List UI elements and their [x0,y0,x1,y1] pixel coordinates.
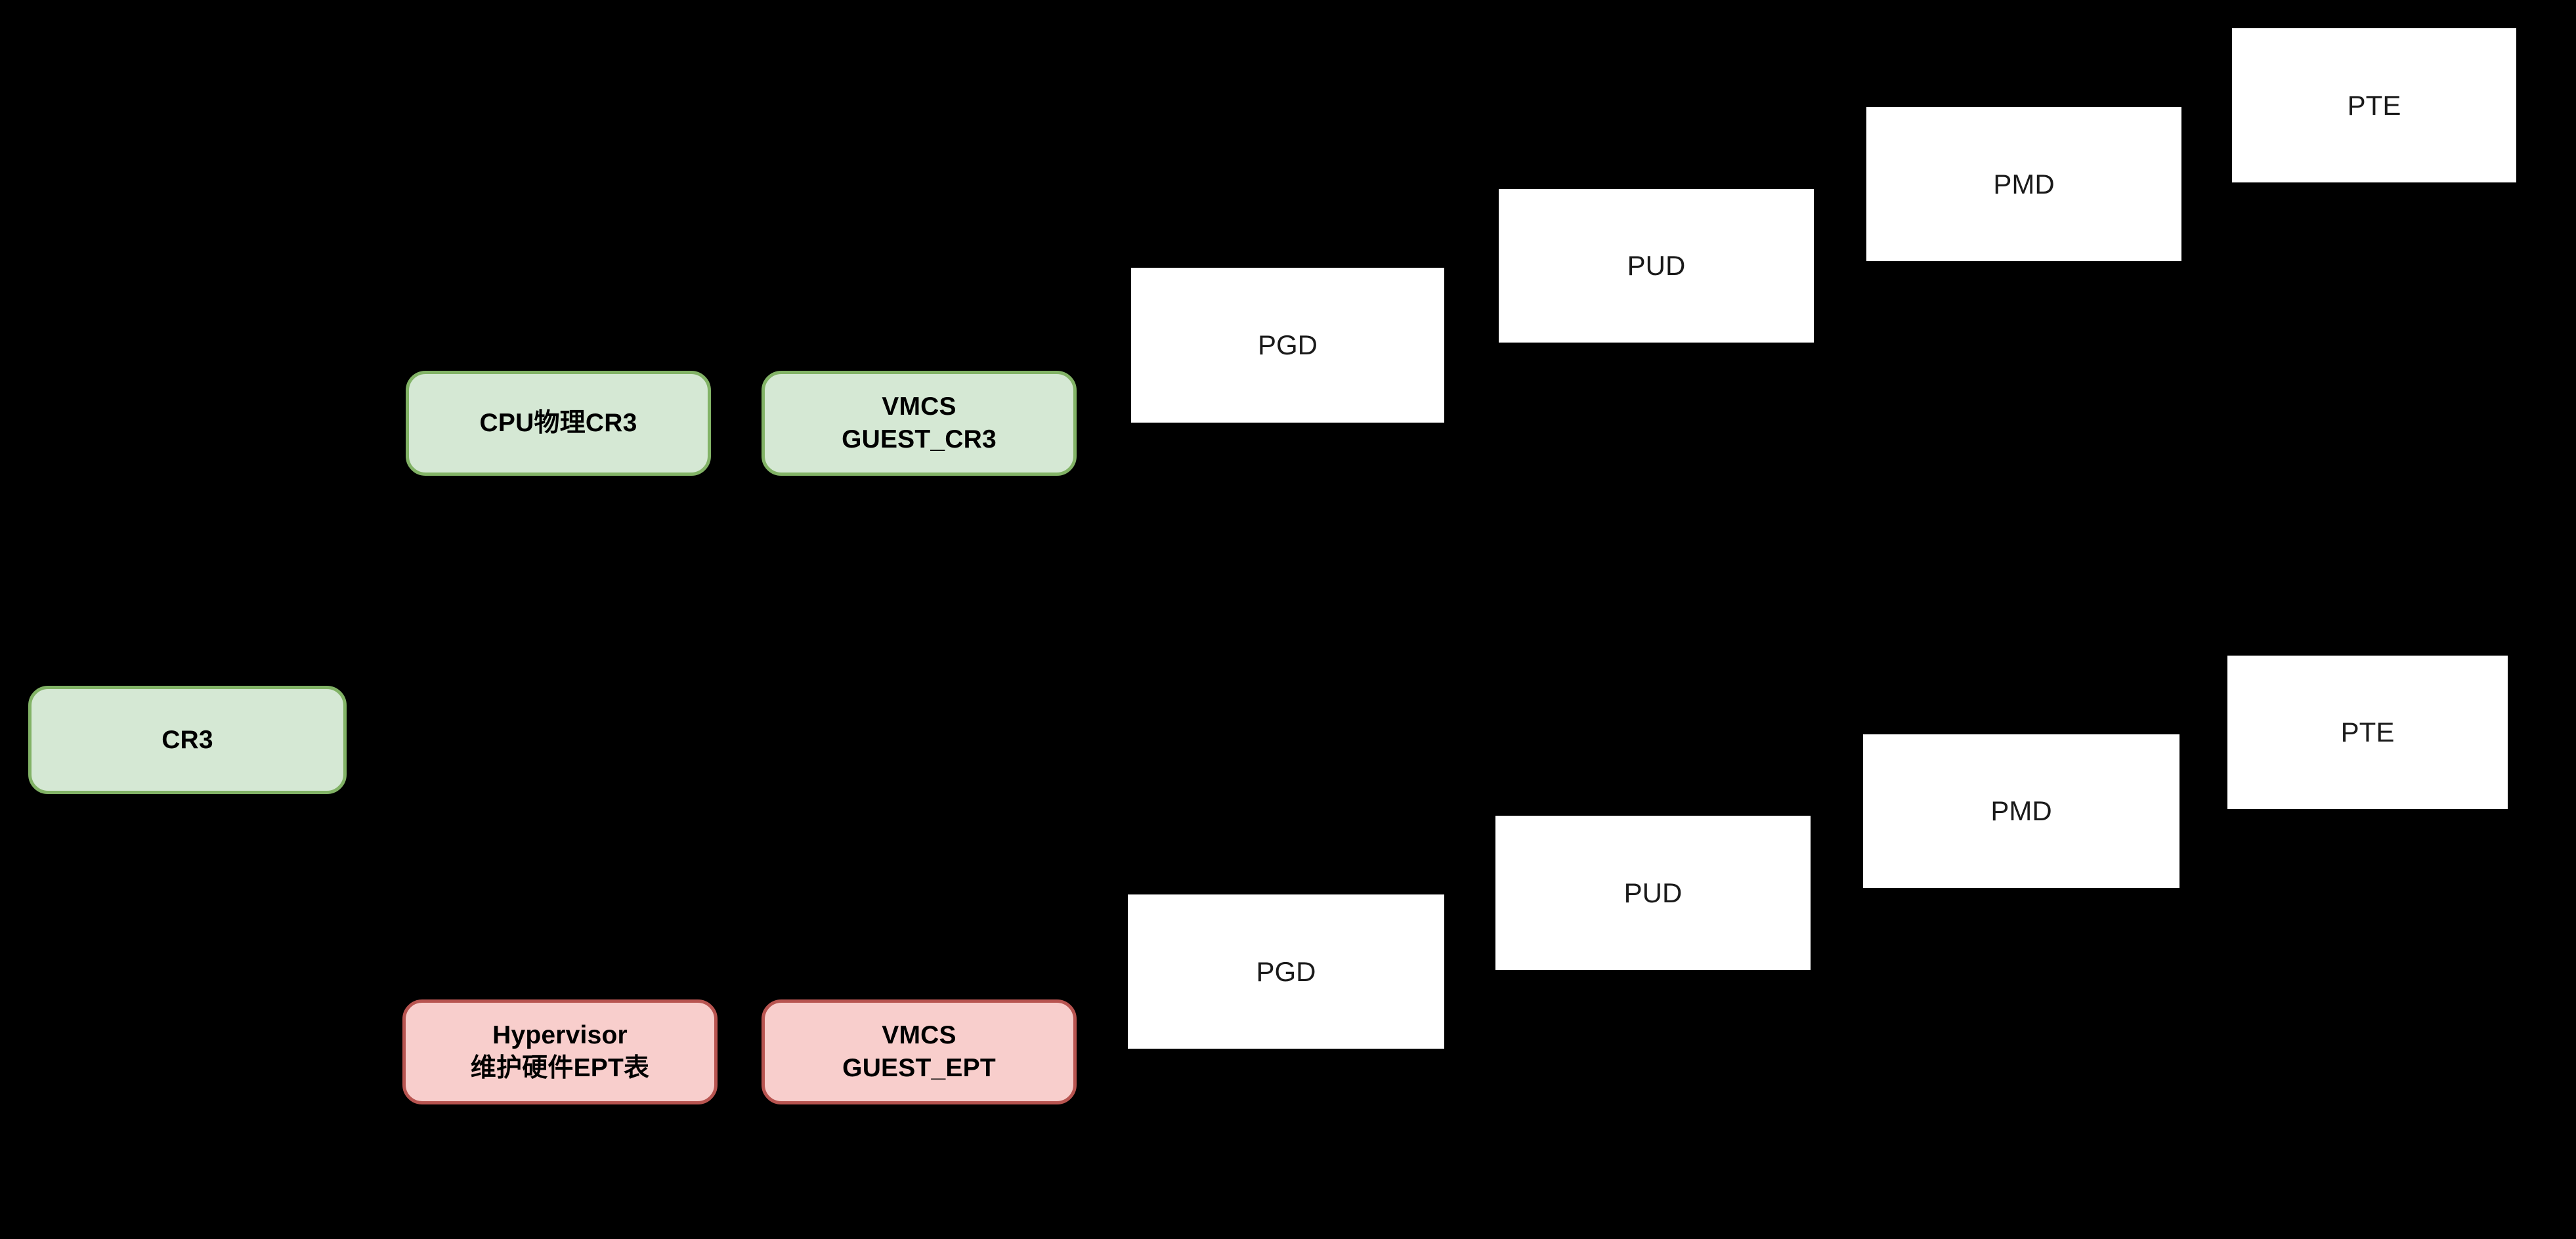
node-ept-pgd[interactable]: PGD [1128,894,1444,1049]
node-hypervisor-ept[interactable]: Hypervisor 维护硬件EPT表 [402,999,718,1104]
node-ept-pmd[interactable]: PMD [1863,734,2179,888]
node-guest-pte[interactable]: PTE [2232,28,2516,182]
node-ept-pud[interactable]: PUD [1495,816,1811,970]
node-guest-pmd[interactable]: PMD [1866,107,2181,261]
node-vmcs-guest-cr3[interactable]: VMCS GUEST_CR3 [762,371,1077,476]
node-guest-pud[interactable]: PUD [1499,189,1814,343]
node-cr3[interactable]: CR3 [28,686,347,794]
connector-vmcs-guest-ept-to-pgd [1077,1050,1091,1053]
node-guest-pgd[interactable]: PGD [1131,268,1444,423]
node-cpu-physical-cr3[interactable]: CPU物理CR3 [406,371,711,476]
node-ept-pte[interactable]: PTE [2227,656,2508,809]
node-vmcs-guest-ept[interactable]: VMCS GUEST_EPT [762,999,1077,1104]
